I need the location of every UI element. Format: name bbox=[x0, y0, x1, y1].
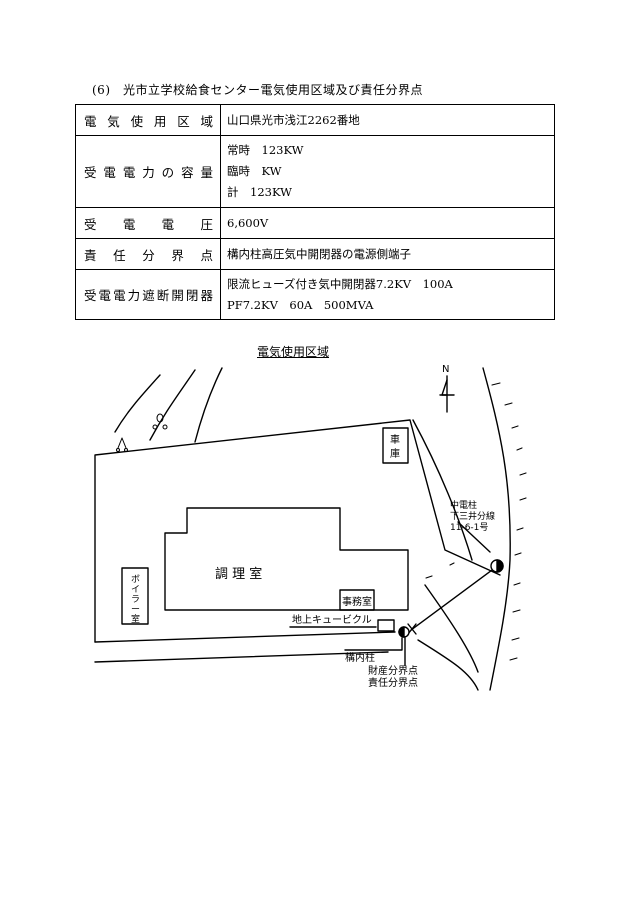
row-value-breaker: 限流ヒューズ付き気中開閉器7.2KV 100A PF7.2KV 60A 500M… bbox=[220, 269, 555, 320]
row-label-demarcation: 責任分界点 bbox=[75, 238, 221, 270]
row-label-capacity: 受電電力の容量 bbox=[75, 135, 221, 208]
garage-label-1: 車 bbox=[390, 433, 400, 446]
boiler-label-char: ボ bbox=[131, 574, 140, 585]
value-line: 山口県光市浅江2262番地 bbox=[227, 112, 360, 127]
value-line: 6,600V bbox=[227, 215, 269, 230]
value-line: PF7.2KV 60A 500MVA bbox=[227, 297, 374, 312]
utility-pole-label: 中電柱 下三井分線 11-6-1号 bbox=[450, 499, 495, 533]
boiler-label-char: イ bbox=[131, 585, 140, 595]
cubicle-box bbox=[377, 619, 395, 632]
lower-road bbox=[94, 584, 479, 691]
boiler-label-char: ラ bbox=[131, 594, 140, 605]
row-label-voltage: 受電電圧 bbox=[75, 207, 221, 239]
row-label-breaker: 受電電力遮断開閉器 bbox=[75, 269, 221, 320]
premises-pole-symbol bbox=[398, 626, 410, 638]
row-label-area: 電気使用区域 bbox=[75, 104, 221, 136]
site-boundary bbox=[94, 419, 501, 643]
service-line bbox=[410, 569, 493, 631]
value-line: 計 123KW bbox=[227, 185, 292, 199]
responsibility-demarcation-label: 責任分界点 bbox=[368, 676, 418, 689]
north-arrow: N bbox=[439, 364, 455, 413]
premises-pole-label: 構内柱 bbox=[345, 651, 375, 664]
table-row: 受電電力の容量 常時 123KW 臨時 KW 計 123KW bbox=[75, 135, 555, 208]
section-heading: (6) 光市立学校給食センター電気使用区域及び責任分界点 bbox=[92, 83, 424, 97]
value-line: 構内柱高圧気中開閉器の電源側端子 bbox=[227, 246, 411, 261]
utility-pole-line: 中電柱 bbox=[450, 499, 477, 511]
office-box bbox=[339, 589, 375, 611]
site-map: 調 理 室 事務室 車 庫 ボ イ ラ ー 室 N 中電柱 下三井分線 11-6… bbox=[94, 364, 527, 691]
boiler-label-char: 室 bbox=[131, 613, 140, 625]
road-markers bbox=[425, 562, 455, 579]
office-label: 事務室 bbox=[342, 595, 372, 608]
utility-pole-symbol bbox=[457, 521, 504, 573]
row-value-capacity: 常時 123KW 臨時 KW 計 123KW bbox=[220, 135, 555, 208]
river-lines bbox=[114, 367, 223, 443]
cubicle-label: 地上キュービクル bbox=[292, 613, 372, 626]
value-line: 臨時 KW bbox=[227, 164, 282, 178]
table-row: 受電電力遮断開閉器 限流ヒューズ付き気中開閉器7.2KV 100A PF7.2K… bbox=[75, 269, 555, 320]
value-line: 限流ヒューズ付き気中開閉器7.2KV 100A bbox=[227, 276, 453, 291]
row-value-area: 山口県光市浅江2262番地 bbox=[220, 104, 555, 136]
diagram-title: 電気使用区域 bbox=[257, 345, 330, 359]
premises-pole-leader bbox=[344, 637, 403, 651]
boiler-room bbox=[121, 567, 149, 625]
table-row: 電気使用区域 山口県光市浅江2262番地 bbox=[75, 104, 555, 136]
value-line: 常時 123KW bbox=[227, 143, 304, 157]
garage-label-2: 庫 bbox=[390, 447, 400, 460]
row-value-demarcation: 構内柱高圧気中開閉器の電源側端子 bbox=[220, 238, 555, 270]
pole-ticks bbox=[491, 382, 527, 661]
utility-pole-line: 11-6-1号 bbox=[450, 522, 488, 533]
kitchen-building bbox=[164, 507, 409, 611]
utility-pole-line: 下三井分線 bbox=[450, 510, 495, 522]
vegetation-symbols bbox=[116, 413, 168, 452]
north-label: N bbox=[442, 364, 449, 375]
boiler-label-char: ー bbox=[131, 605, 140, 615]
garage-building bbox=[382, 427, 409, 464]
table-row: 責任分界点 構内柱高圧気中開閉器の電源側端子 bbox=[75, 238, 555, 270]
boiler-label: ボ イ ラ ー 室 bbox=[131, 574, 140, 625]
table-row: 受電電圧 6,600V bbox=[75, 207, 555, 239]
kitchen-label: 調 理 室 bbox=[215, 566, 262, 582]
electrical-info-table: 電気使用区域 山口県光市浅江2262番地 受電電力の容量 常時 123KW 臨時… bbox=[75, 104, 555, 320]
property-demarcation-label: 財産分界点 bbox=[368, 664, 418, 677]
right-road bbox=[412, 367, 511, 691]
row-value-voltage: 6,600V bbox=[220, 207, 555, 239]
